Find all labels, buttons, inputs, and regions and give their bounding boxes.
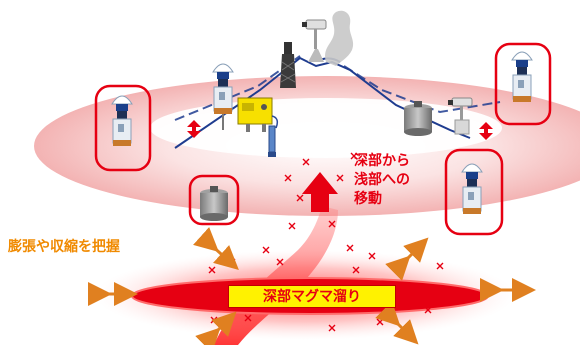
- highlight-box: [444, 148, 504, 236]
- seismometer-icon: [200, 186, 228, 221]
- migration-label-line: 浅部への: [354, 172, 410, 188]
- vertical-deformation-arrow: [187, 120, 201, 138]
- volcano-plume-icon: [325, 10, 354, 66]
- magma-chamber-label: 深部マグマ溜り: [228, 285, 396, 308]
- signal-tower-icon: [280, 42, 296, 88]
- inflation-label: 膨張や収縮を把握: [8, 239, 120, 255]
- gps-station-icon: [212, 63, 234, 130]
- vertical-deformation-arrow: [479, 122, 493, 140]
- highlight-box: [94, 84, 152, 172]
- migration-label-line: 深部から: [354, 153, 410, 169]
- expansion-arrows: [88, 227, 536, 345]
- migration-label: 深部から 浅部への 移動: [354, 152, 444, 209]
- highlight-box: [188, 174, 240, 226]
- tiltmeter-icon: [268, 125, 276, 157]
- gps-station-icon: [511, 51, 533, 103]
- camera-icon: [302, 19, 327, 62]
- gps-station-icon: [461, 163, 483, 215]
- migration-label-line: 移動: [354, 191, 382, 207]
- seismometer-icon: [404, 101, 432, 136]
- camera-icon: [448, 97, 473, 135]
- gps-station-icon: [111, 95, 133, 147]
- upward-arrow-icon: [302, 172, 338, 212]
- data-logger-icon: [237, 97, 279, 132]
- highlight-box: [494, 42, 552, 126]
